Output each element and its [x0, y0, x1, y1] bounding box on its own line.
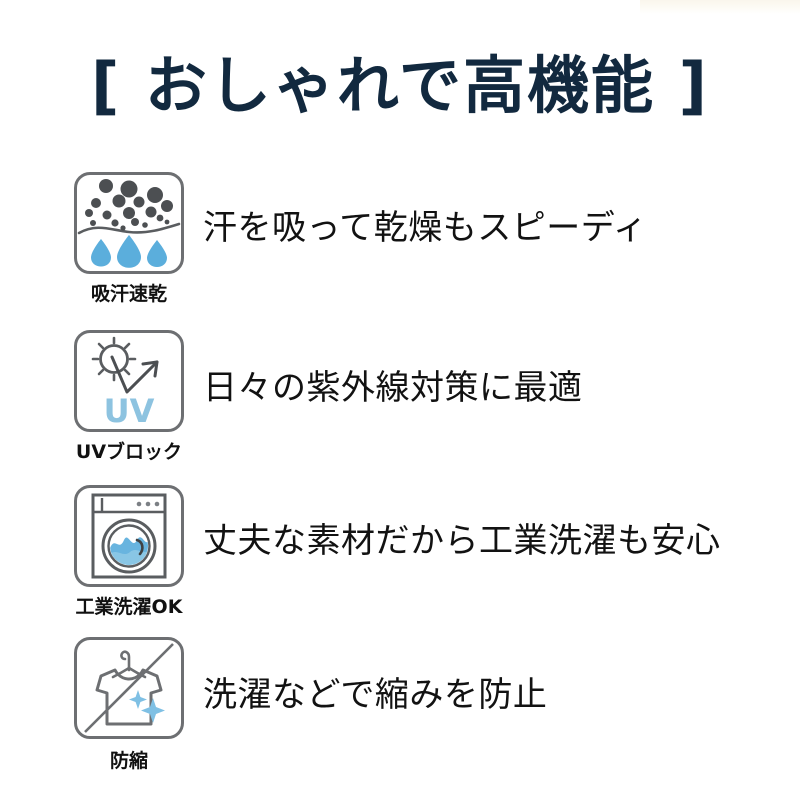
feature-description: 汗を吸って乾燥もスピーディ — [203, 208, 648, 248]
feature-label: UVブロック — [75, 441, 183, 463]
feature-description: 日々の紫外線対策に最適 — [203, 368, 583, 408]
feature-row: 防縮 洗濯などで縮みを防止 — [0, 637, 800, 789]
anti-shrink-icon — [74, 637, 184, 739]
feature-description: 洗濯などで縮みを防止 — [203, 675, 548, 715]
feature-row: 吸汗速乾 汗を吸って乾燥もスピーディ — [0, 172, 800, 330]
feature-label: 吸汗速乾 — [90, 283, 167, 305]
uv-block-icon: UV — [74, 330, 184, 432]
industrial-wash-ok-icon — [74, 485, 184, 587]
feature-description: 丈夫な素材だから工業洗濯も安心 — [203, 521, 721, 561]
feature-label: 防縮 — [109, 750, 148, 772]
feature-list: 吸汗速乾 汗を吸って乾燥もスピーディ — [0, 172, 800, 789]
feature-label: 工業洗濯OK — [75, 596, 183, 618]
sweat-absorb-quick-dry-icon — [74, 172, 184, 274]
feature-icon-block: 防縮 — [68, 637, 190, 773]
feature-icon-block: 工業洗濯OK — [68, 485, 190, 619]
feature-icon-block: 吸汗速乾 — [68, 172, 190, 306]
uv-icon-text: UV — [104, 392, 155, 429]
feature-icon-block: UV UVブロック — [68, 330, 190, 464]
feature-row: 工業洗濯OK 丈夫な素材だから工業洗濯も安心 — [0, 485, 800, 637]
feature-row: UV UVブロック 日々の紫外線対策に最適 — [0, 330, 800, 485]
page-title: [ おしゃれで高機能 ] — [91, 49, 709, 122]
decorative-top-strip — [640, 0, 800, 14]
